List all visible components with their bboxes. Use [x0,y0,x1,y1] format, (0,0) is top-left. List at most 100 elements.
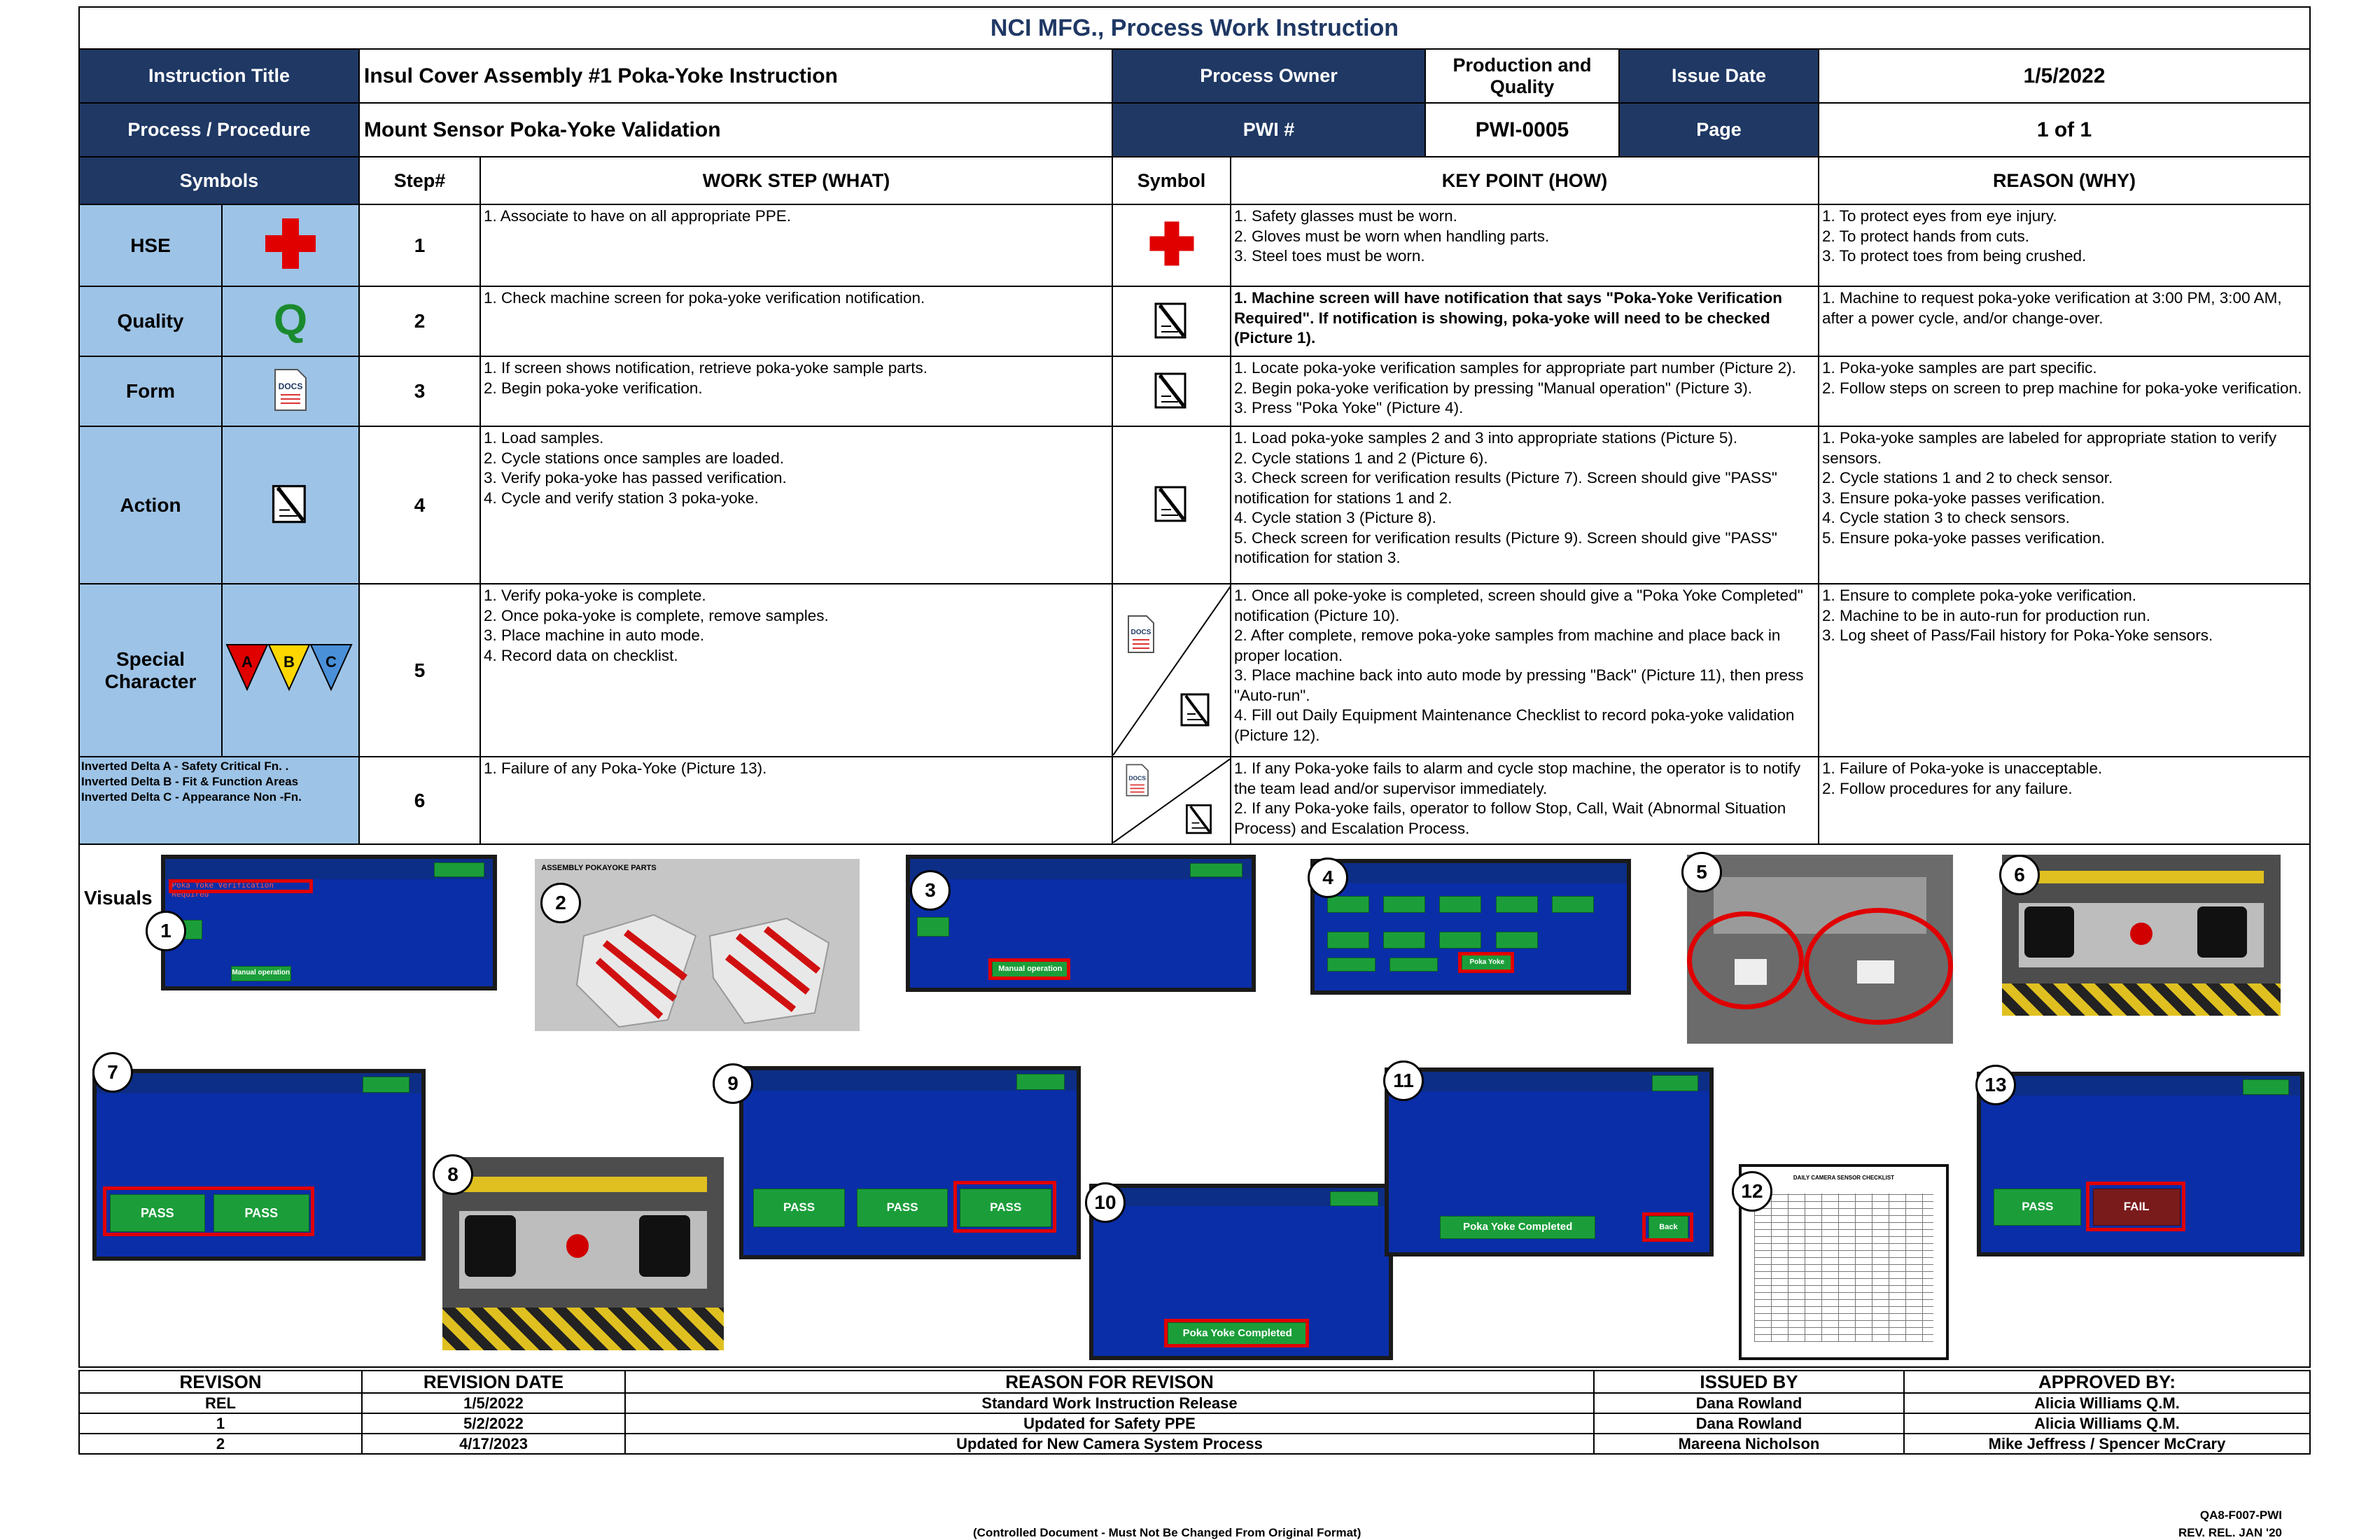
red-cross-icon [221,204,360,287]
step-number: 6 [358,756,481,845]
picture-number: 1 [146,911,186,951]
visuals-area: Visuals Manual operation Poka Yoke Verif… [78,844,2311,1368]
revision-cell: Mareena Nicholson [1593,1433,1905,1455]
work-step-text: 1. Failure of any Poka-Yoke (Picture 13)… [479,756,1113,845]
picture-number: 5 [1681,852,1722,892]
step-number: 3 [358,356,481,427]
revision-cell: Alicia Williams Q.M. [1903,1413,2311,1434]
picture-11-back-screen: Poka Yoke Completed Back [1385,1068,1714,1256]
revision-cell: Standard Work Instruction Release [624,1392,1595,1414]
revision-cell: Updated for Safety PPE [624,1413,1595,1434]
reason-text: 1. Machine to request poka-yoke verifica… [1818,286,2311,357]
key-point-text: 1. If any Poka-yoke fails to alarm and c… [1230,756,1819,845]
key-point-column-header: KEY POINT (HOW) [1230,156,1819,205]
picture-5-loaded-samples [1687,855,1953,1044]
symbol-name-special-character: Special Character [78,583,223,757]
step-number: 5 [358,583,481,757]
step-column-header: Step# [358,156,481,205]
step-row: Quality Q 2 1. Check machine screen for … [78,286,2311,357]
picture-3-machine-screen: Manual operation [906,855,1256,992]
work-instruction-sheet: NCI MFG., Process Work Instruction Instr… [78,6,2311,1455]
reason-column-header: REASON (WHY) [1818,156,2311,205]
main-table: NCI MFG., Process Work Instruction Instr… [78,6,2311,1368]
svg-text:DOCS: DOCS [1128,775,1146,782]
pencil-paper-icon [1112,356,1231,427]
reason-text: 1. Poka-yoke samples are labeled for app… [1818,426,2311,584]
pencil-paper-icon [1112,286,1231,357]
svg-text:DOCS: DOCS [1131,629,1152,636]
symbol-name-form: Form [78,356,223,427]
picture-number: 7 [92,1052,133,1093]
visuals-label: Visuals [84,887,153,909]
fail-station-2: FAIL [2092,1189,2180,1226]
symbol-name-hse: HSE [78,204,223,287]
reason-text: 1. Ensure to complete poka-yoke verifica… [1818,583,2311,757]
step-row: HSE 1 1. Associate to have on all approp… [78,204,2311,287]
picture-number: 6 [1999,855,2040,895]
picture-number: 12 [1732,1171,1772,1212]
picture-9-verification-screen: PASS PASS PASS [739,1066,1081,1259]
page-label: Page [1618,102,1819,158]
back-button: Back [1648,1216,1688,1240]
key-point-text: 1. Safety glasses must be worn. 2. Glove… [1230,204,1819,287]
pwi-label: PWI # [1112,102,1426,158]
revision-cell: 2 [78,1433,363,1455]
poka-yoke-completed-label: Poka Yoke Completed [1167,1322,1308,1346]
pencil-paper-icon [221,426,360,584]
revision-header: REVISON [78,1370,363,1394]
revision-cell: 4/17/2023 [361,1433,626,1455]
work-step-text: 1. If screen shows notification, retriev… [479,356,1113,427]
picture-number: 2 [540,883,581,923]
work-step-column-header: WORK STEP (WHAT) [479,156,1113,205]
issue-date-label: Issue Date [1618,48,1819,104]
picture-4-machine-screen: Poka Yoke [1310,859,1631,995]
picture-6-machine-stations [2002,855,2281,1016]
revision-cell: 5/2/2022 [361,1413,626,1434]
revision-row: REL 1/5/2022 Standard Work Instruction R… [78,1392,2311,1414]
red-cross-icon [1112,204,1231,287]
revision-cell: REL [78,1392,363,1414]
symbol-name-quality: Quality [78,286,223,357]
symbol-column-header: Symbol [1112,156,1231,205]
pass-station-2: PASS [856,1188,948,1227]
parts-label: ASSEMBLY POKAYOKE PARTS [541,864,657,873]
docs-pencil-split-icon: DOCS [1112,583,1231,757]
process-owner-value: Production and Quality [1424,48,1620,104]
reason-header: REASON FOR REVISON [624,1370,1595,1394]
checklist-title: DAILY CAMERA SENSOR CHECKLIST [1793,1174,1895,1181]
green-q-icon: Q [221,286,360,357]
manual-operation-button: Manual operation [230,965,291,981]
picture-number: 13 [1975,1065,2016,1105]
pass-station-1: PASS [1994,1189,2082,1226]
work-step-text: 1. Associate to have on all appropriate … [479,204,1113,287]
procedure-label: Process / Procedure [78,102,360,158]
picture-10-completed-screen: Poka Yoke Completed [1089,1184,1393,1360]
work-step-text: 1. Load samples. 2. Cycle stations once … [479,426,1113,584]
picture-number: 10 [1085,1182,1126,1223]
delta-legend: Inverted Delta A - Safety Critical Fn. .… [78,756,360,845]
reason-text: 1. To protect eyes from eye injury. 2. T… [1818,204,2311,287]
controlled-document-note: (Controlled Document - Must Not Be Chang… [973,1526,1362,1539]
picture-7-verification-screen: PASS PASS [92,1069,426,1261]
svg-text:Q: Q [274,296,307,344]
picture-8-station-3 [442,1157,724,1350]
key-point-text: 1. Load poka-yoke samples 2 and 3 into a… [1230,426,1819,584]
revision-date-header: REVISION DATE [361,1370,626,1394]
key-point-text: 1. Once all poke-yoke is completed, scre… [1230,583,1819,757]
step-row: Form DOCS 3 1. If screen shows notificat… [78,356,2311,427]
poka-yoke-completed-label: Poka Yoke Completed [1440,1216,1596,1240]
document-title: NCI MFG., Process Work Instruction [78,6,2311,50]
delta-c-label: C [326,653,337,671]
key-point-text: 1. Locate poka-yoke verification samples… [1230,356,1819,427]
page-value: 1 of 1 [1818,102,2311,158]
step-number: 2 [358,286,481,357]
issued-by-header: ISSUED BY [1593,1370,1905,1394]
pwi-value: PWI-0005 [1424,102,1620,158]
instruction-title-label: Instruction Title [78,48,360,104]
step-row: Action 4 1. Load samples. 2. Cycle stati… [78,426,2311,584]
pass-station-3: PASS [960,1188,1051,1227]
work-step-text: 1. Check machine screen for poka-yoke ve… [479,286,1113,357]
picture-number: 8 [433,1154,473,1195]
key-point-text: 1. Machine screen will have notification… [1230,286,1819,357]
docs-icon: DOCS [221,356,360,427]
